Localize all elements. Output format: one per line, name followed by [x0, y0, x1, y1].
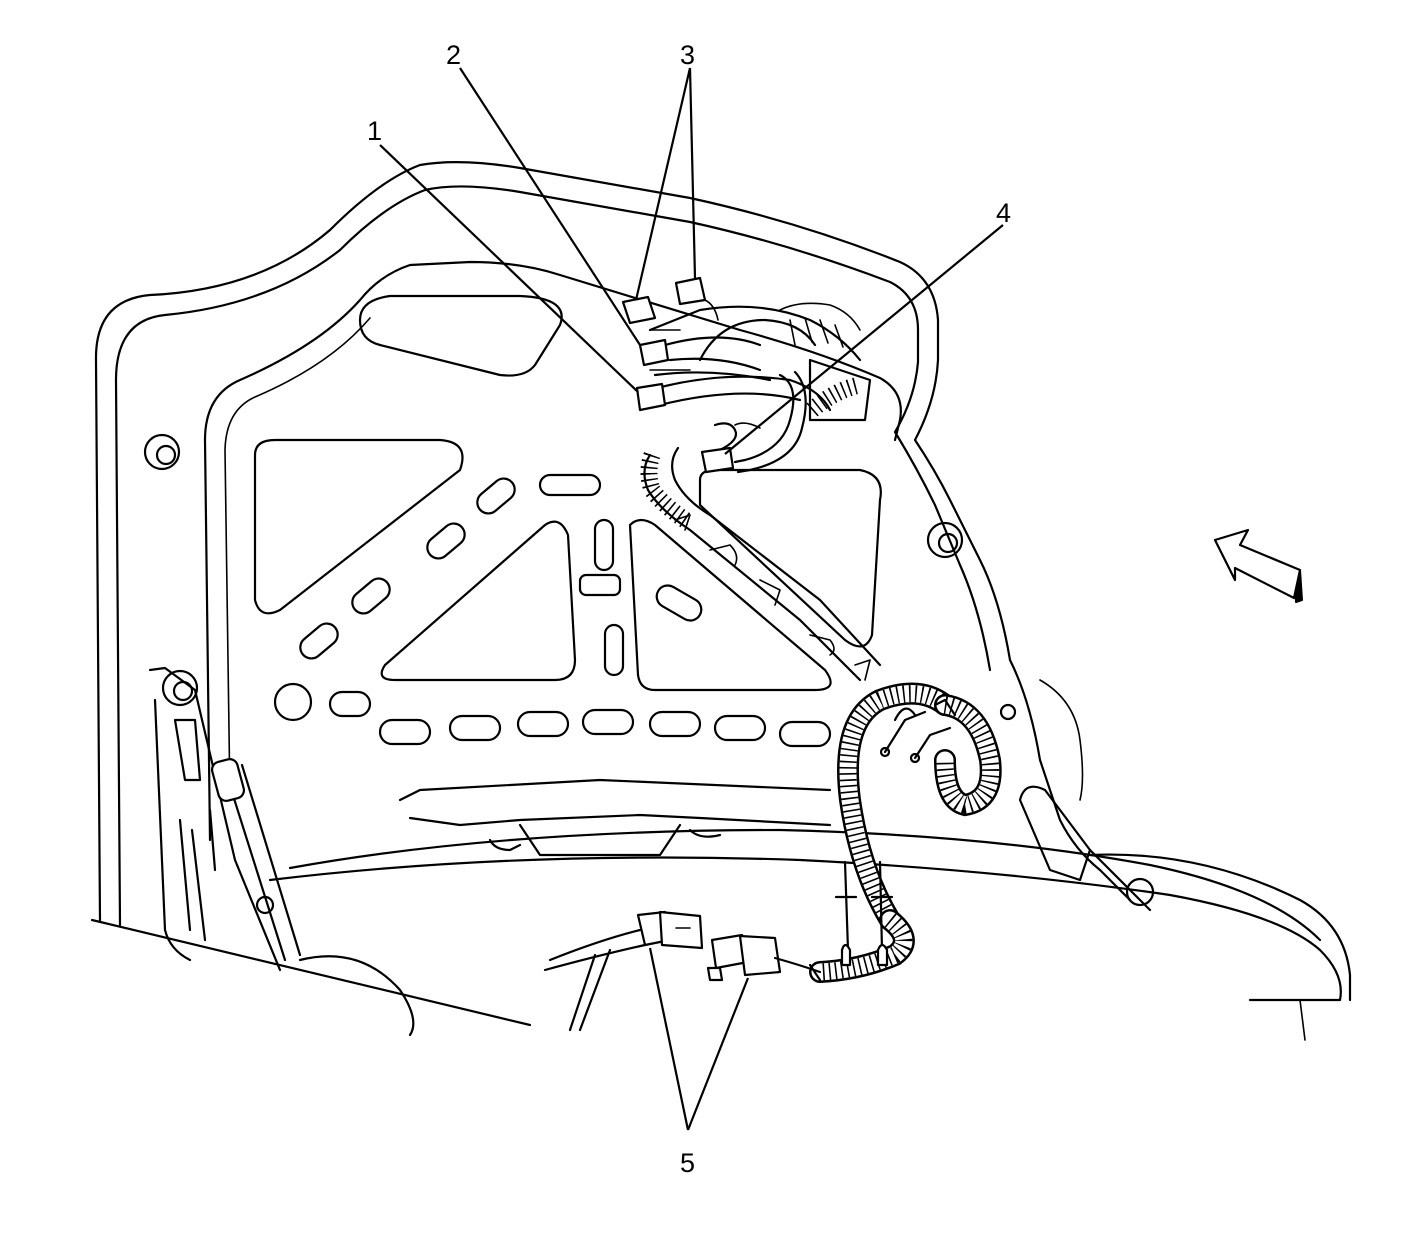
trunk-lid-panel [90, 161, 1352, 1041]
upper-connectors [621, 276, 735, 474]
lower-harness [808, 682, 1002, 983]
connector-3a [674, 276, 707, 306]
left-hinge-and-strut [148, 666, 302, 972]
connector-5d [738, 934, 782, 977]
callout-1: 1 [367, 116, 382, 146]
callout-3: 3 [680, 40, 695, 70]
view-direction-arrow-icon [1213, 528, 1303, 603]
connector-5b [658, 910, 704, 950]
callout-numbers: 1 2 3 4 5 [367, 40, 1011, 1178]
callout-5: 5 [680, 1148, 695, 1178]
leader-5a [648, 947, 690, 1131]
connector-3b [621, 295, 657, 325]
leader-3b [688, 67, 697, 279]
connector-2 [638, 338, 670, 367]
leader-2 [459, 67, 641, 346]
leader-5b [686, 977, 750, 1131]
right-hinge [999, 703, 1155, 912]
callout-leaders [379, 67, 1004, 1131]
callout-2: 2 [446, 40, 461, 70]
leader-3a [634, 67, 692, 301]
lower-connectors [398, 778, 832, 1032]
lid-bumpers [143, 433, 964, 707]
leader-1 [379, 144, 639, 393]
panel-cutouts [253, 294, 882, 748]
upper-harness [640, 302, 882, 682]
connector-1 [635, 382, 667, 412]
callout-4: 4 [996, 198, 1011, 228]
leader-4 [724, 224, 1004, 455]
